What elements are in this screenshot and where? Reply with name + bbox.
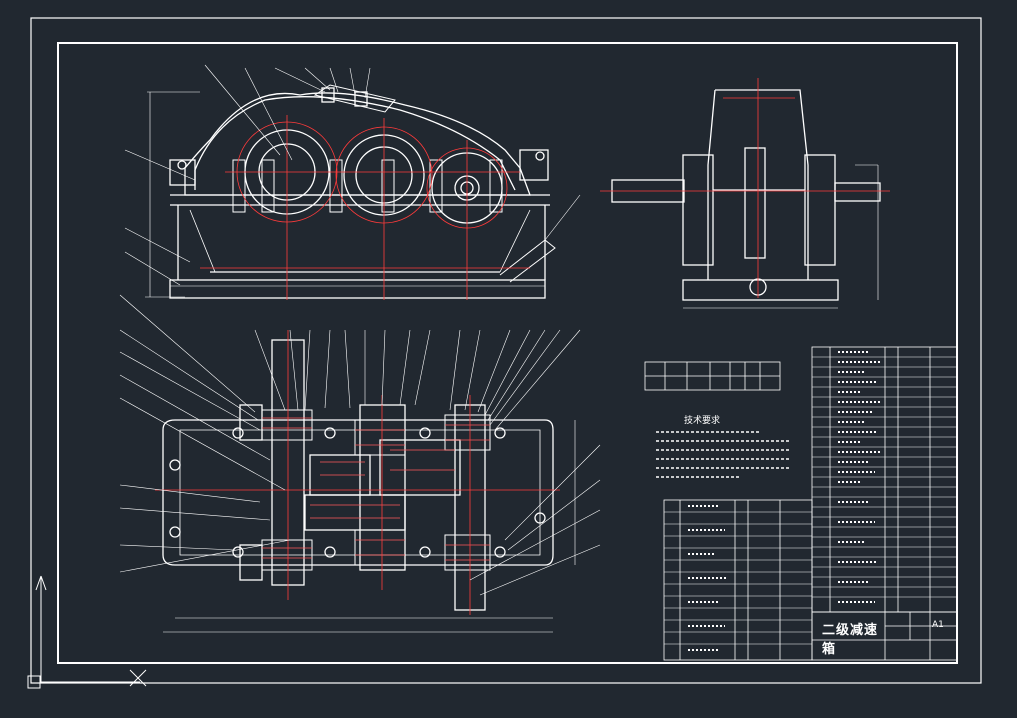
front-view-centerlines <box>200 115 530 300</box>
inner-frame <box>57 42 958 664</box>
title-block <box>811 611 958 661</box>
parts-list-text <box>688 351 880 651</box>
front-view-leaders <box>124 64 371 286</box>
side-view-centerlines <box>600 78 890 298</box>
gear-parameter-table <box>644 361 781 391</box>
plan-view-centerlines <box>155 330 560 615</box>
sheet-size-label: A1 <box>932 620 944 630</box>
drawing-title: 二级减速箱 <box>822 623 879 657</box>
plan-view-hatching <box>262 417 490 561</box>
side-view <box>611 89 881 309</box>
plan-view <box>162 339 576 633</box>
technical-notes-title: 技术要求 <box>684 416 721 426</box>
parts-list <box>663 346 958 661</box>
front-view <box>145 84 581 299</box>
plan-view-leaders <box>119 294 601 596</box>
parts-list-rows <box>664 356 957 645</box>
outer-frame <box>30 17 982 684</box>
ucs-icon <box>27 575 147 689</box>
technical-notes-lines <box>656 431 790 478</box>
